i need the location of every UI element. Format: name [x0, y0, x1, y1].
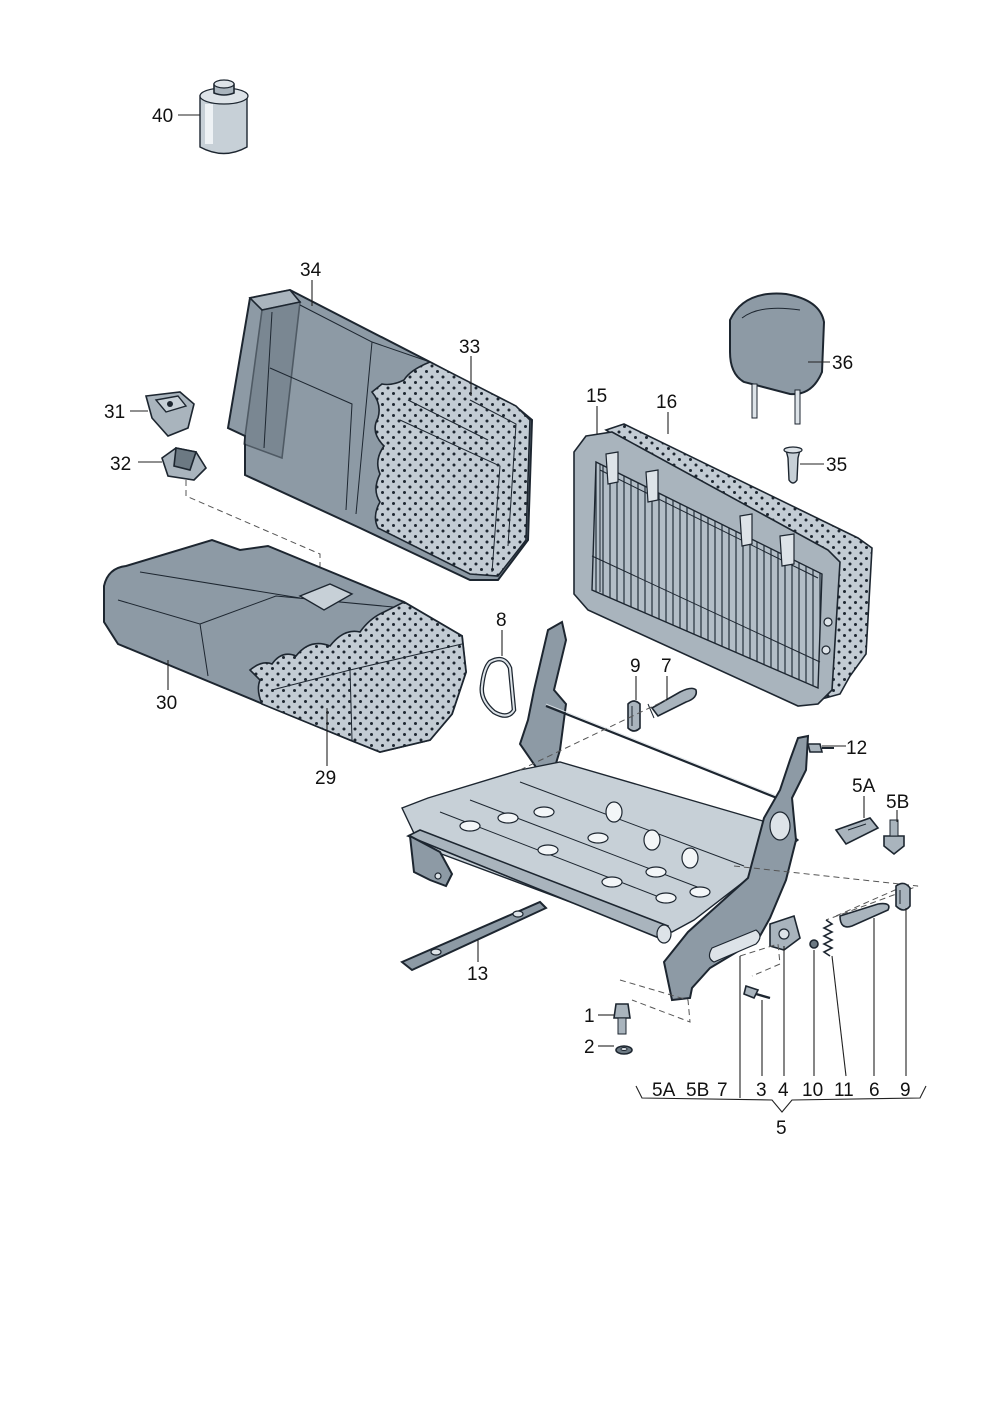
bracket-label-5A: 5A	[652, 1080, 676, 1101]
callout-40: 40	[152, 106, 173, 127]
part-5B-rivet-top[interactable]	[883, 819, 905, 856]
callout-35: 35	[826, 455, 847, 476]
part-33-backrest-padding[interactable]	[370, 361, 531, 577]
callout-33: 33	[459, 337, 480, 358]
callout-9-upper: 9	[630, 656, 641, 677]
dashline-mechanism	[739, 943, 781, 977]
part-29-seat-cushion-padding[interactable]	[248, 601, 467, 753]
callout-16: 16	[656, 392, 677, 413]
callout-5B-top: 5B	[886, 792, 909, 813]
part-32-catch[interactable]	[161, 447, 208, 481]
seat-frame[interactable]	[401, 620, 810, 1002]
bracket-label-6: 6	[869, 1080, 880, 1101]
part-36-head-restraint[interactable]	[729, 292, 826, 425]
part-9-cover-upper[interactable]	[627, 700, 641, 732]
bracket-label-3: 3	[756, 1080, 767, 1101]
part-13-strip[interactable]	[400, 900, 548, 972]
callout-5A-top: 5A	[852, 776, 876, 797]
bracket-label-9: 9	[900, 1080, 911, 1101]
part-15-backrest-frame[interactable]	[573, 431, 841, 707]
callout-12: 12	[846, 738, 867, 759]
callout-32: 32	[110, 454, 131, 475]
callout-29: 29	[315, 768, 336, 789]
group-label-5: 5	[776, 1118, 787, 1139]
bracket-label-10: 10	[802, 1080, 823, 1101]
part-31-bracket[interactable]	[144, 391, 195, 437]
bracket-label-11: 11	[834, 1080, 854, 1101]
callout-13: 13	[467, 964, 488, 985]
part-1-bolt[interactable]	[613, 1003, 631, 1035]
bracket-label-4: 4	[778, 1080, 789, 1101]
part-8-seal-ring[interactable]	[479, 656, 517, 718]
callout-7-upper: 7	[661, 656, 672, 677]
callout-34: 34	[300, 260, 322, 281]
part-2-washer[interactable]	[615, 1045, 633, 1055]
part-9-cover-lower[interactable]	[895, 882, 911, 911]
bracket-label-7: 7	[717, 1080, 728, 1101]
bracket-label-5B: 5B	[686, 1080, 709, 1101]
callout-36: 36	[832, 353, 853, 374]
part-7-lever-upper[interactable]	[647, 687, 698, 719]
callout-8: 8	[496, 610, 507, 631]
dashline-bolt	[619, 979, 691, 1023]
callout-15: 15	[586, 386, 607, 407]
dashline-frame-right	[733, 865, 919, 921]
callout-1: 1	[584, 1006, 595, 1027]
callout-30: 30	[156, 693, 177, 714]
bracket-leaders	[739, 908, 907, 1098]
group-brace	[635, 1085, 927, 1113]
part-12-screw[interactable]	[806, 743, 834, 753]
part-40-can[interactable]	[199, 79, 249, 155]
callout-31: 31	[104, 402, 125, 423]
part-6-lever[interactable]	[839, 902, 890, 928]
part-35-guide-sleeve[interactable]	[783, 446, 803, 484]
part-10-nut[interactable]	[809, 939, 819, 949]
dashline-cover	[835, 885, 905, 917]
callout-2: 2	[584, 1037, 595, 1058]
dashline-frame-upper	[519, 699, 667, 771]
part-5A-clip-top[interactable]	[834, 817, 880, 846]
part-11-spring[interactable]	[822, 919, 834, 957]
part-3-screw[interactable]	[743, 984, 771, 1000]
